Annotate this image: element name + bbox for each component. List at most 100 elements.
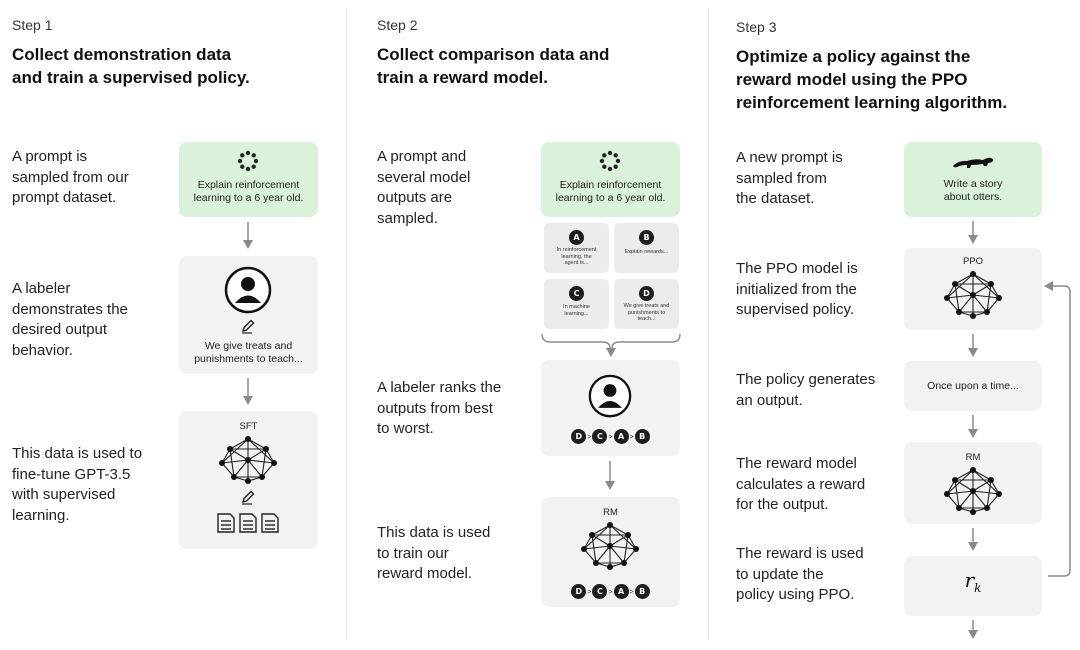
step2-title: Collect comparison data and train a rewa… [377,43,609,89]
column-divider-1 [346,8,347,640]
pencil-icon [241,319,255,334]
step3-desc-ppo-init: The PPO model is initialized from the su… [736,259,858,321]
desc-line: prompt dataset. [12,189,117,206]
step3-desc-reward: The reward model calculates a reward for… [736,454,865,516]
step3-reward-card: rk [904,556,1042,616]
output-line: teach... [637,316,656,322]
demo-line: We give treats and [204,340,293,352]
desc-line: for the output. [736,496,829,513]
desc-line: sampled. [377,209,438,227]
step1-title: Collect demonstration data and train a s… [12,43,250,89]
step1-title-line: and train a supervised policy. [12,68,250,87]
step1-label: Step 1 [12,17,53,33]
desc-line: the dataset. [736,190,815,207]
desc-line: A labeler [12,280,71,297]
rank-badge: D [571,584,587,599]
desc-line: The PPO model is [736,260,858,277]
rm-model-label: RM [965,452,981,463]
loading-spinner-icon [599,150,621,172]
output-line: We give treats and [623,303,670,309]
prompt-text: Explain reinforcement learning to a 6 ye… [179,179,318,205]
step3-desc-prompt: A new prompt is sampled from the dataset… [736,148,843,210]
desc-line: calculates a reward [736,475,866,493]
reward-r: r [964,568,975,592]
desc-line: several model [377,168,471,186]
prompt-line: learning to a 6 year old. [193,192,304,204]
step3-title: Optimize a policy against the reward mod… [736,45,1007,114]
output-letter-badge: B [639,230,654,245]
output-letter-badge: D [639,286,654,301]
reward-subscript: k [974,581,982,595]
step3-ppo-card: PPO [904,248,1042,330]
output-card-c: C In machine learning... [544,279,609,329]
neural-network-icon [944,271,1002,319]
down-arrow-icon [243,378,253,405]
rank-badge: D [571,429,587,444]
desc-line: demonstrates the [12,300,128,318]
desc-line: desired output [12,321,108,338]
step3-prompt-card: Write a story about otters. [904,142,1042,217]
desc-line: sampled from our [12,168,129,186]
step1-desc-labeler: A labeler demonstrates the desired outpu… [12,279,128,361]
step1-desc-finetune: This data is used to fine-tune GPT-3.5 w… [12,444,142,526]
step3-title-line: Optimize a policy against the [736,47,971,66]
step1-desc-prompt: A prompt is sampled from our prompt data… [12,147,129,209]
prompt-line: Explain reinforcement [197,179,300,191]
step3-title-line: reinforcement learning algorithm. [736,93,1008,112]
output-line: Explain rewards... [624,249,669,255]
desc-line: sampled from [736,169,827,187]
desc-line: policy using PPO. [736,586,855,603]
down-arrow-icon [968,620,978,639]
desc-line: an output. [736,391,803,409]
desc-line: with supervised [12,486,116,503]
step2-desc-reward: This data is used to train our reward mo… [377,523,490,585]
step1-title-line: Collect demonstration data [12,45,232,64]
step3-desc-output: The policy generates an output. [736,370,875,411]
desc-line: to worst. [377,420,434,437]
down-arrow-icon [968,221,978,244]
loading-spinner-icon [237,150,259,172]
desc-line: This data is used [377,524,491,541]
labeler-avatar-icon [224,266,272,314]
step3-title-line: reward model using the PPO [736,70,968,89]
step2-prompt-card: Explain reinforcement learning to a 6 ye… [541,142,680,217]
down-arrow-icon [605,461,615,490]
prompt-line: Explain reinforcement [559,179,662,191]
step3-label: Step 3 [736,19,777,35]
output-text: We give treats and punishments to teach.… [614,303,679,323]
labeler-avatar-icon [588,374,632,418]
output-line: learning, the [561,253,592,260]
output-text: In reinforcement learning, the agent is.… [544,247,609,267]
pencil-icon [241,490,255,505]
rank-badge: A [613,584,629,599]
prompt-line: Write a story [943,178,1003,190]
desc-line: A labeler ranks the [377,379,502,396]
down-arrow-icon [243,222,253,249]
step2-title-line: Collect comparison data and [377,45,610,64]
down-arrow-icon [968,415,978,438]
ppo-model-label: PPO [962,256,984,267]
rank-badge: B [634,429,650,444]
rank-badge: C [592,429,608,444]
step1-sft-card: SFT [179,411,318,549]
step2-label: Step 2 [377,17,418,33]
desc-line: The reward model [736,455,857,472]
output-card-d: D We give treats and punishments to teac… [614,279,679,329]
desc-line: initialized from the [736,280,857,298]
reward-symbol: rk [904,568,1042,595]
demo-line: punishments to teach... [194,353,303,365]
output-text: Explain rewards... [614,249,679,256]
desc-line: A new prompt is [736,149,843,166]
step2-reward-model-card: RM D>C>A>B [541,497,680,607]
desc-line: to update the [736,565,824,583]
down-arrow-icon [968,528,978,551]
desc-line: This data is used to [12,445,143,462]
prompt-text: Write a story about otters. [904,178,1042,204]
policy-output-text: Once upon a time... [927,380,1019,392]
neural-network-icon [219,436,277,484]
output-letter-badge: A [569,230,584,245]
step2-desc-prompt: A prompt and several model outputs are s… [377,147,470,229]
step1-prompt-card: Explain reinforcement learning to a 6 ye… [179,142,318,217]
otter-icon [953,157,994,168]
prompt-text: Explain reinforcement learning to a 6 ye… [541,179,680,205]
